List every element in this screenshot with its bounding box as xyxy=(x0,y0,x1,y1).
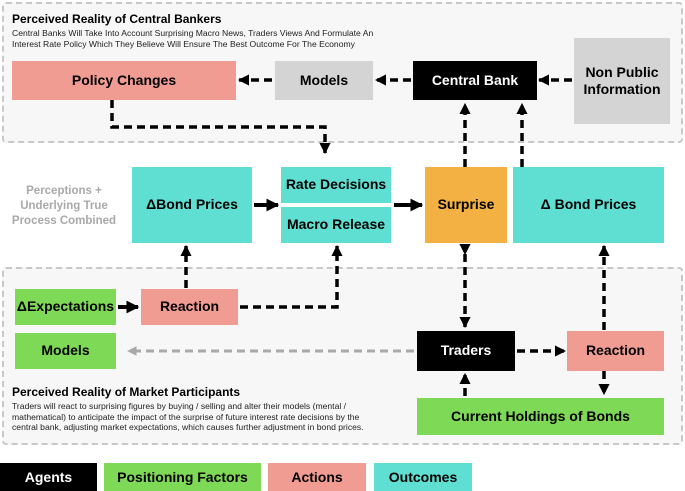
models-bottom-node[interactable]: Models xyxy=(15,333,116,369)
rate-decisions-node[interactable]: Rate Decisions xyxy=(281,167,391,203)
market-participants-description: Traders will react to surprising figures… xyxy=(12,401,364,433)
central-bankers-title: Perceived Reality of Central Bankers xyxy=(12,12,222,26)
models-top-node[interactable]: Models xyxy=(275,61,373,100)
legend-actions: Actions xyxy=(268,463,366,491)
arrow-policy-to-rate-decisions xyxy=(110,100,331,155)
current-holdings-node[interactable]: Current Holdings of Bonds xyxy=(417,398,664,435)
arrow-reaction-to-macro-release xyxy=(240,244,343,309)
traders-node[interactable]: Traders xyxy=(417,331,515,371)
legend-agents: Agents xyxy=(0,463,97,491)
central-bankers-description: Central Banks Will Take Into Account Sur… xyxy=(12,28,374,49)
policy-changes-node[interactable]: Policy Changes xyxy=(12,61,236,100)
reaction-right-node[interactable]: Reaction xyxy=(567,331,664,371)
non-public-information-node[interactable]: Non Public Information xyxy=(574,38,670,124)
perceptions-label: Perceptions + Underlying True Process Co… xyxy=(11,185,117,227)
reaction-left-node[interactable]: Reaction xyxy=(141,289,238,325)
market-participants-title: Perceived Reality of Market Participants xyxy=(12,385,241,399)
expectations-node[interactable]: ΔExpectations xyxy=(15,289,116,325)
bond-prices-right-node[interactable]: Δ Bond Prices xyxy=(513,167,664,243)
macro-release-node[interactable]: Macro Release xyxy=(281,207,391,243)
central-bank-node[interactable]: Central Bank xyxy=(413,61,537,100)
legend-outcomes: Outcomes xyxy=(374,463,472,491)
surprise-node[interactable]: Surprise xyxy=(425,167,507,243)
bond-prices-left-node[interactable]: ΔBond Prices xyxy=(132,167,252,243)
legend-positioning-factors: Positioning Factors xyxy=(104,463,261,491)
